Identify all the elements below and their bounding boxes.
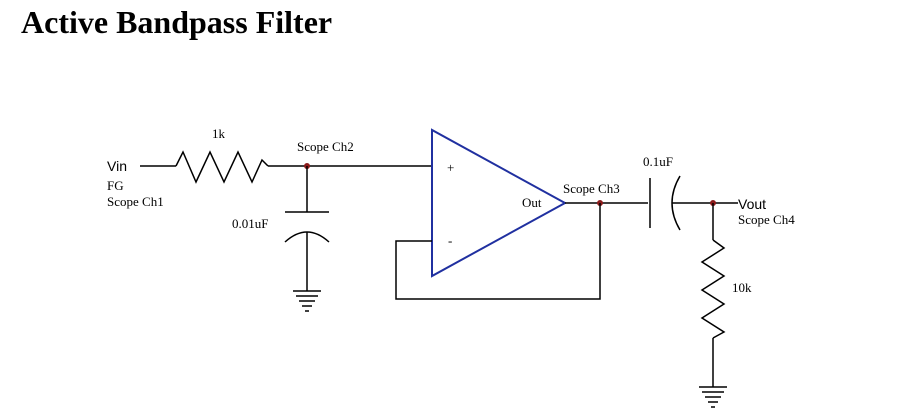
ground-icon <box>293 290 321 312</box>
page-title: Active Bandpass Filter <box>21 4 333 40</box>
label-r2: 10k <box>732 280 752 295</box>
label-opamp-minus: - <box>448 233 452 248</box>
label-scope-ch2: Scope Ch2 <box>297 139 354 154</box>
opamp-icon <box>431 128 568 278</box>
ground-icon <box>699 386 727 408</box>
feedback-wire <box>395 203 601 300</box>
label-opamp-out: Out <box>522 195 542 210</box>
label-c1: 0.01uF <box>232 216 268 231</box>
label-fg: FG <box>107 178 124 193</box>
label-vin: Vin <box>107 158 127 174</box>
resistor-r2 <box>700 239 726 339</box>
label-scope-ch1: Scope Ch1 <box>107 194 164 209</box>
resistor-r1 <box>175 150 269 184</box>
label-opamp-plus: + <box>447 160 454 175</box>
label-r1: 1k <box>212 126 226 141</box>
label-c2: 0.1uF <box>643 154 673 169</box>
label-scope-ch3: Scope Ch3 <box>563 181 620 196</box>
label-scope-ch4: Scope Ch4 <box>738 212 795 227</box>
label-vout: Vout <box>738 196 766 212</box>
